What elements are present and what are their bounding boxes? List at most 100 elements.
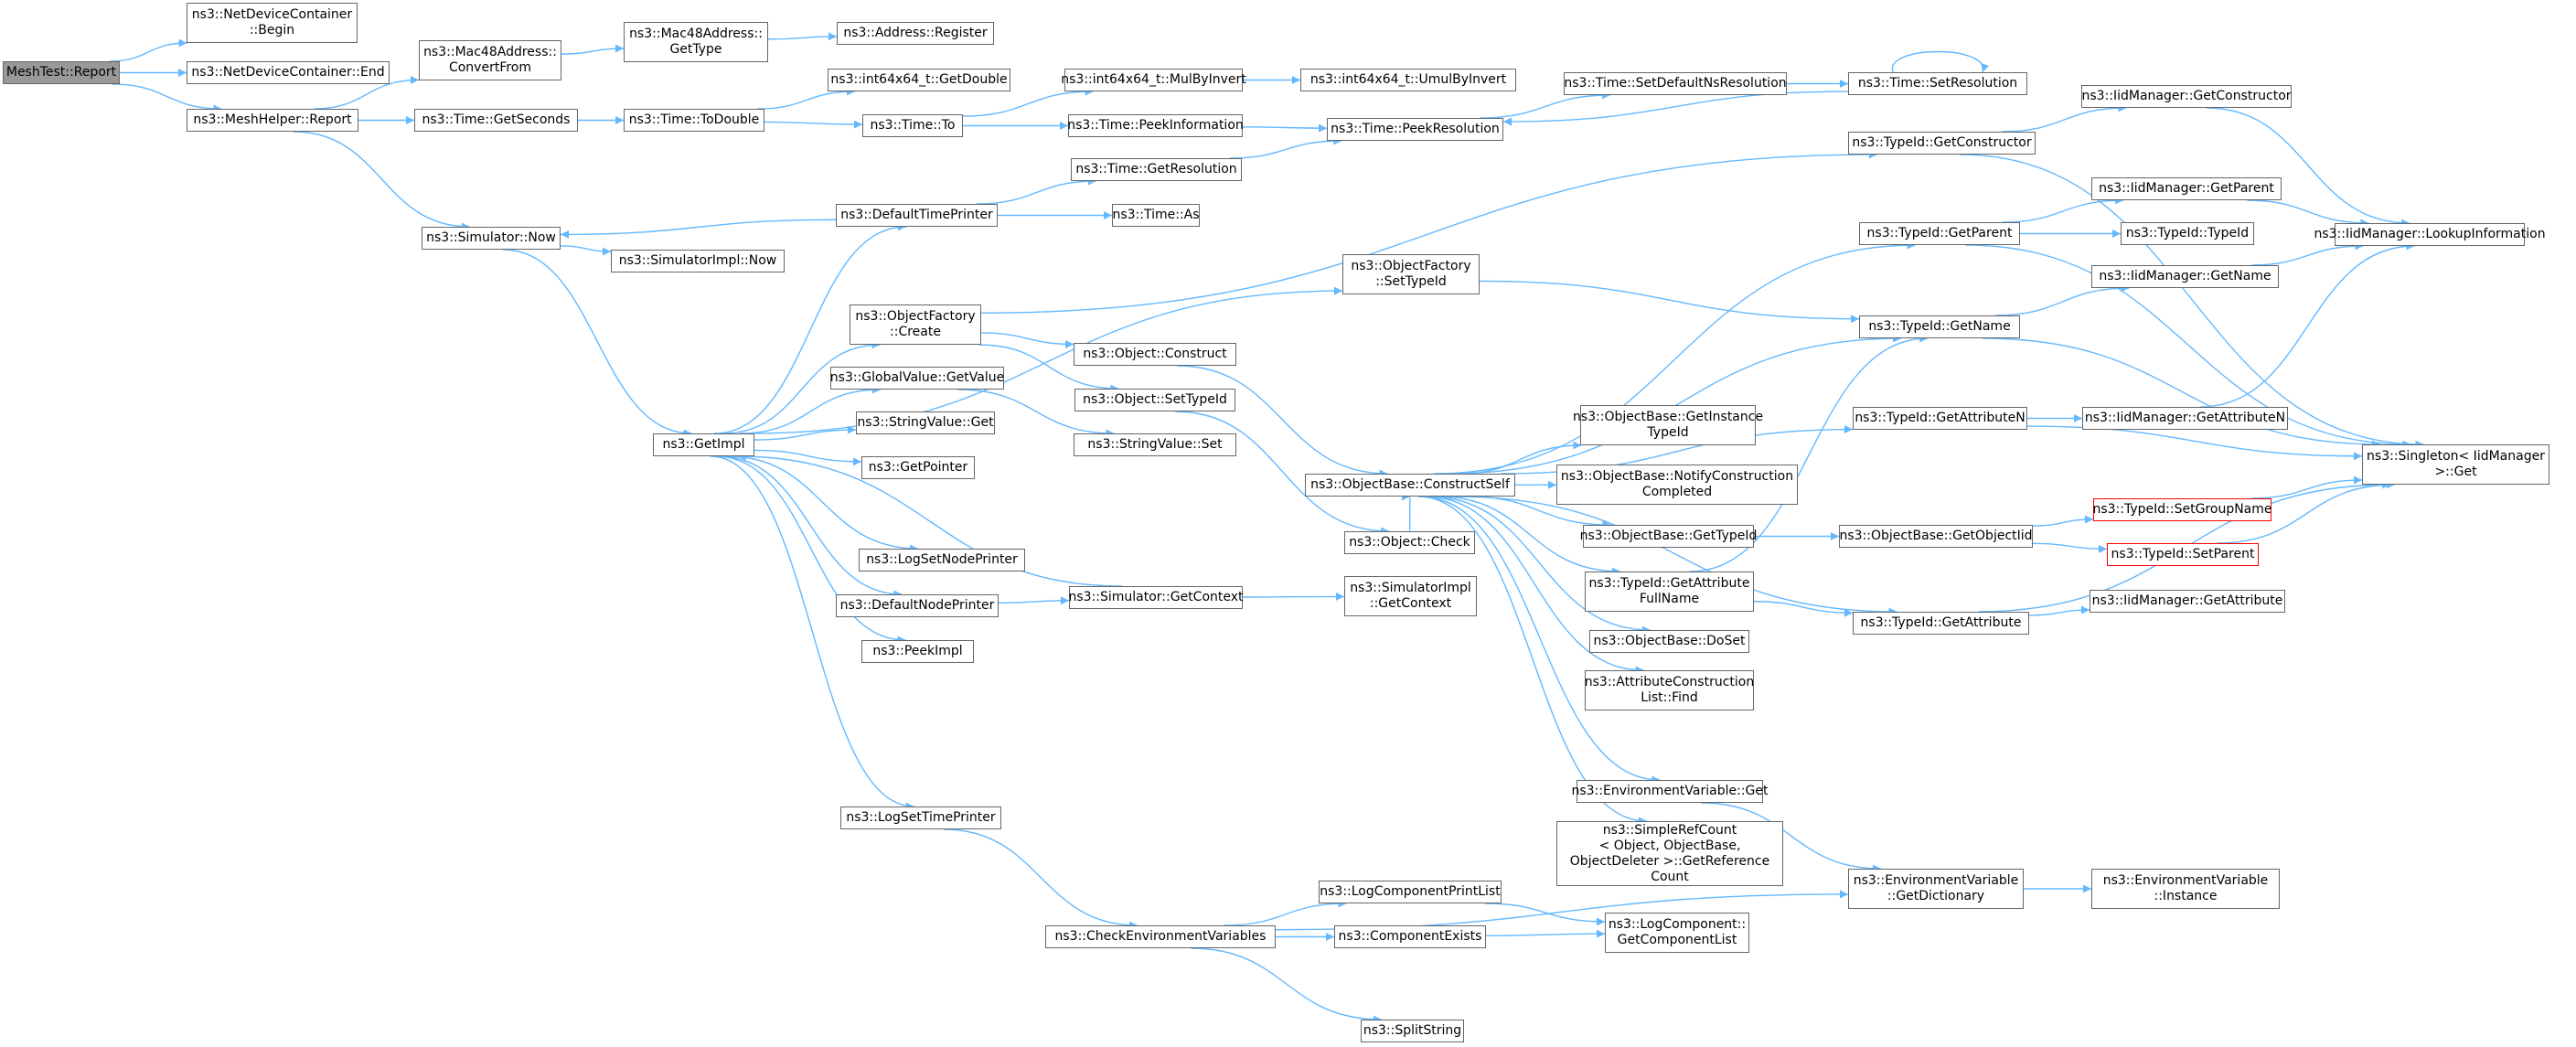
graph-node[interactable]: ns3::SimpleRefCount < Object, ObjectBase… [1556, 821, 1783, 886]
call-edge [2002, 196, 2124, 223]
graph-node[interactable]: ns3::Time::PeekInformation [1067, 114, 1244, 137]
graph-node[interactable]: ns3::int64x64_t::GetDouble [828, 69, 1010, 91]
graph-node[interactable]: ns3::TypeId::TypeId [2121, 222, 2254, 245]
call-edge [1459, 441, 1582, 475]
graph-node[interactable]: ns3::ComponentExists [1334, 925, 1486, 948]
graph-node[interactable]: ns3::SimulatorImpl::Now [611, 250, 785, 272]
call-edge [1242, 123, 1328, 133]
graph-node[interactable]: ns3::NetDeviceContainer::End [187, 61, 390, 84]
call-edge [2251, 475, 2363, 499]
graph-node[interactable]: ns3::PeekImpl [861, 640, 974, 663]
call-edge [1502, 91, 1849, 126]
graph-node[interactable]: ns3::ObjectBase::NotifyConstruction Comp… [1556, 465, 1798, 505]
graph-node[interactable]: ns3::Simulator::Now [422, 227, 561, 250]
graph-node[interactable]: ns3::Object::Check [1344, 531, 1475, 554]
graph-node[interactable]: ns3::int64x64_t::MulByInvert [1061, 69, 1246, 91]
graph-node[interactable]: ns3::TypeId::GetAttribute FullName [1585, 572, 1754, 612]
graph-node[interactable]: ns3::AttributeConstruction List::Find [1585, 670, 1754, 710]
graph-node[interactable]: ns3::IidManager::GetAttribute [2090, 590, 2285, 613]
call-edge [2026, 425, 2363, 461]
graph-node[interactable]: ns3::DefaultTimePrinter [836, 204, 998, 227]
call-edge [112, 83, 222, 113]
graph-node[interactable]: ns3::TypeId::GetConstructor [1848, 132, 2036, 155]
graph-node[interactable]: ns3::GlobalValue::GetValue [830, 367, 1004, 390]
graph-node[interactable]: ns3::Time::ToDouble [624, 109, 764, 132]
call-edge [2247, 199, 2369, 228]
call-edge [727, 455, 919, 553]
graph-node[interactable]: ns3::Time::As [1112, 204, 1200, 227]
call-edge [767, 32, 838, 41]
graph-node[interactable]: ns3::Singleton< IidManager >::Get [2362, 444, 2549, 485]
call-edge [1175, 411, 1390, 536]
graph-node[interactable]: ns3::EnvironmentVariable ::GetDictionary [1848, 869, 2024, 909]
call-edge [502, 249, 692, 438]
call-edge [714, 222, 906, 434]
graph-node[interactable]: ns3::ObjectBase::DoSet [1589, 630, 1749, 653]
graph-node[interactable]: ns3::Time::SetDefaultNsResolution [1564, 72, 1787, 95]
graph-node[interactable]: ns3::Object::Construct [1074, 343, 1236, 366]
graph-node[interactable]: ns3::EnvironmentVariable::Get [1572, 780, 1769, 803]
call-edge [2207, 107, 2410, 228]
graph-node[interactable]: ns3::ObjectFactory ::SetTypeId [1342, 254, 1480, 294]
graph-node[interactable]: ns3::TypeId::GetAttributeN [1853, 407, 2027, 430]
graph-node[interactable]: ns3::DefaultNodePrinter [836, 594, 999, 617]
graph-node[interactable]: ns3::LogSetTimePrinter [840, 807, 1001, 829]
graph-node[interactable]: ns3::Object::SetTypeId [1074, 389, 1235, 411]
graph-node[interactable]: ns3::Time::GetSeconds [414, 109, 578, 132]
graph-node[interactable]: ns3::MeshHelper::Report [187, 109, 358, 132]
graph-node[interactable]: ns3::Time::SetResolution [1848, 72, 2027, 95]
call-edge [1701, 802, 1881, 873]
call-edge [1417, 496, 1647, 826]
graph-node[interactable]: ns3::TypeId::GetParent [1859, 222, 2020, 245]
call-edge [109, 38, 187, 62]
graph-node[interactable]: ns3::IidManager::LookupInformation [2314, 223, 2546, 246]
graph-node[interactable]: ns3::StringValue::Get [856, 411, 995, 434]
call-edge [2028, 605, 2090, 616]
call-edge [1428, 496, 1651, 635]
graph-node[interactable]: ns3::ObjectFactory ::Create [850, 304, 981, 345]
graph-node[interactable]: ns3::Address::Register [837, 22, 994, 45]
graph-node[interactable]: ns3::Simulator::GetContext [1068, 586, 1244, 609]
graph-node[interactable]: ns3::Time::GetResolution [1071, 158, 1242, 181]
graph-node[interactable]: ns3::Time::PeekResolution [1327, 118, 1503, 141]
graph-node[interactable]: ns3::IidManager::GetConstructor [2081, 85, 2292, 108]
graph-node[interactable]: ns3::TypeId::GetAttribute [1853, 612, 2029, 635]
graph-node[interactable]: ns3::IidManager::GetParent [2091, 177, 2282, 200]
graph-node[interactable]: ns3::LogComponent:: GetComponentList [1605, 913, 1749, 953]
graph-node[interactable]: ns3::SimulatorImpl ::GetContext [1344, 576, 1477, 616]
call-edge [1480, 91, 1610, 119]
graph-node[interactable]: ns3::TypeId::SetParent [2107, 543, 2259, 566]
graph-node[interactable]: ns3::ObjectBase::GetTypeId [1580, 525, 1757, 548]
graph-node[interactable]: ns3::Mac48Address:: ConvertFrom [419, 40, 561, 80]
graph-node[interactable]: ns3::ObjectBase::ConstructSelf [1305, 474, 1515, 497]
call-edge [978, 344, 1119, 393]
graph-node[interactable]: ns3::TypeId::GetName [1859, 315, 2020, 338]
graph-node[interactable]: ns3::Time::To [862, 114, 963, 137]
graph-node[interactable]: ns3::CheckEnvironmentVariables [1045, 925, 1276, 948]
graph-node[interactable]: ns3::ObjectBase::GetObjectIid [1839, 525, 2033, 548]
call-edge [980, 150, 1877, 314]
graph-node[interactable]: ns3::StringValue::Set [1074, 433, 1236, 456]
call-edge [2251, 241, 2364, 266]
graph-node[interactable]: ns3::IidManager::GetName [2091, 265, 2279, 288]
call-edge [1982, 337, 2380, 449]
graph-node[interactable]: ns3::NetDeviceContainer ::Begin [187, 3, 358, 43]
graph-node[interactable]: ns3::ObjectBase::GetInstance TypeId [1573, 405, 1763, 445]
graph-node[interactable]: ns3::GetPointer [861, 456, 975, 479]
graph-node[interactable]: ns3::int64x64_t::UmulByInvert [1300, 69, 1516, 91]
graph-node[interactable]: ns3::IidManager::GetAttributeN [2082, 407, 2288, 430]
graph-node[interactable]: ns3::GetImpl [653, 433, 754, 456]
call-edge [723, 340, 881, 434]
graph-node[interactable]: ns3::LogSetNodePrinter [859, 549, 1025, 572]
graph-node[interactable]: ns3::SplitString [1361, 1020, 1464, 1042]
graph-node[interactable]: ns3::TypeId::SetGroupName [2092, 498, 2272, 521]
graph-node[interactable]: ns3::LogComponentPrintList [1319, 881, 1502, 903]
graph-node[interactable]: ns3::EnvironmentVariable ::Instance [2091, 869, 2280, 909]
call-edge [757, 87, 856, 110]
call-edge [1964, 244, 2411, 449]
call-edge [715, 455, 906, 645]
call-edge [1995, 283, 2130, 316]
graph-node[interactable]: ns3::Mac48Address:: GetType [624, 22, 768, 62]
call-edge [294, 131, 470, 231]
